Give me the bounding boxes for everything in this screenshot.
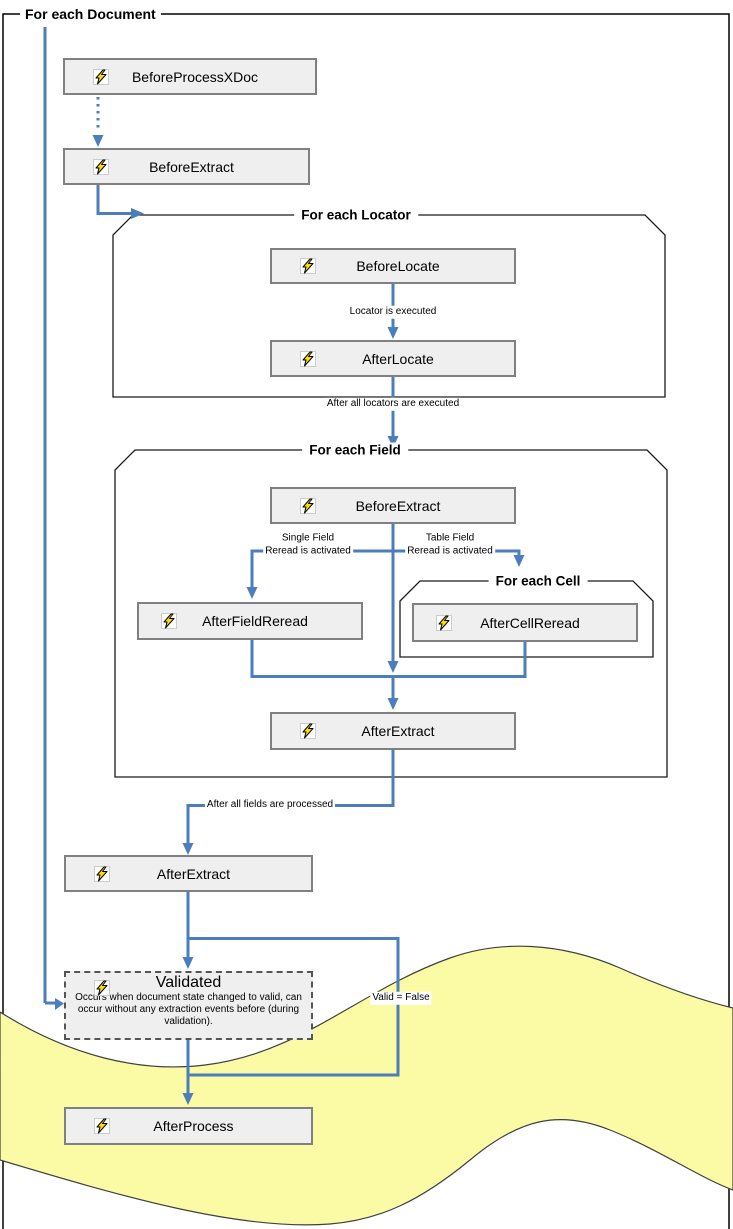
node-label: AfterCellReread: [480, 614, 580, 631]
lightning-bolt-icon: [300, 723, 316, 739]
connector-document-trunk: [43, 27, 55, 1005]
wave-shape: [0, 945, 733, 1226]
connector-beforeextract-to-locator: [96, 185, 131, 215]
locator-container-outline: [112, 214, 666, 398]
lightning-bolt-icon: [300, 497, 316, 514]
connector-after-all-fields: [186, 750, 395, 844]
lightning-bolt-icon: [94, 1118, 110, 1134]
edge-label-after-all-fields: After all fields are processed: [204, 798, 336, 812]
arrow-beforelocate-afterlocate: [387, 327, 399, 339]
node-after-field-reread: AfterFieldReread: [137, 602, 363, 640]
field-container-title: For each Field: [302, 442, 408, 458]
connector-merge-bar: [250, 640, 527, 678]
node-after-process: AfterProcess: [64, 1107, 313, 1145]
node-before-extract-doc: BeforeExtract: [63, 148, 310, 185]
node-label: BeforeExtract: [149, 158, 234, 175]
edge-label-locator-executed: Locator is executed: [347, 305, 439, 319]
arrow-into-afterprocess: [182, 1093, 194, 1105]
arrow-into-validated-left: [55, 998, 64, 1010]
edge-label-single-field: Single Field Reread is activated: [263, 532, 353, 558]
node-before-process-xdoc: BeforeProcessXDoc: [63, 58, 317, 95]
node-label: AfterProcess: [153, 1118, 234, 1134]
node-label: BeforeProcessXDoc: [131, 68, 259, 85]
node-label: AfterLocate: [362, 350, 434, 367]
edge-label-after-all-locators: After all locators are executed: [324, 397, 462, 411]
node-before-locate: BeforeLocate: [270, 248, 516, 284]
connector-valid-false-loop: [188, 937, 400, 1077]
edge-label-line1: Single Field: [281, 532, 335, 544]
node-before-extract-field: BeforeExtract: [270, 487, 516, 524]
lightning-bolt-icon: [94, 865, 110, 882]
arrow-into-cell: [513, 555, 525, 567]
edge-label-line2: Reread is activated: [265, 545, 351, 556]
lightning-bolt-icon: [93, 158, 109, 175]
arrow-into-merge: [387, 661, 399, 673]
edge-label-line2: Reread is activated: [407, 545, 493, 556]
document-frame-title: For each Document: [20, 6, 161, 22]
validated-note: Occurs when document state changed to va…: [75, 992, 302, 1027]
arrow-into-validated-top: [182, 957, 194, 969]
locator-container-title: For each Locator: [294, 207, 418, 223]
arrow-into-afterfieldreread: [246, 587, 258, 599]
edge-label-valid-false: Valid = False: [370, 991, 432, 1005]
node-label: AfterExtract: [361, 723, 435, 739]
node-label: AfterFieldReread: [202, 613, 308, 629]
node-after-extract-doc: AfterExtract: [64, 855, 313, 892]
edge-label-table-field: Table Field Reread is activated: [405, 532, 495, 558]
lightning-bolt-icon: [300, 350, 316, 367]
lightning-bolt-icon: [300, 258, 316, 274]
arrow-into-locator: [131, 208, 144, 219]
node-label: AfterExtract: [156, 865, 231, 882]
node-after-cell-reread: AfterCellReread: [412, 603, 638, 642]
cell-container-outline: [399, 580, 654, 658]
arrowheads: [55, 135, 525, 1105]
document-frame-border: [2, 13, 730, 1229]
arrow-into-field: [387, 436, 399, 448]
cell-container-title: For each Cell: [488, 573, 588, 589]
lightning-bolt-icon: [436, 614, 452, 631]
arrow-dotted-down: [92, 135, 104, 147]
node-label: BeforeExtract: [355, 497, 441, 514]
lightning-bolt-icon: [161, 613, 177, 629]
node-after-extract-field: AfterExtract: [270, 712, 516, 750]
arrow-into-afterextract-field: [387, 698, 399, 710]
edge-label-line1: Table Field: [425, 532, 475, 544]
arrow-into-afterextract-doc: [182, 843, 194, 855]
lightning-bolt-icon: [94, 980, 110, 996]
lightning-bolt-icon: [93, 68, 109, 85]
node-validated: Validated Occurs when document state cha…: [64, 971, 313, 1040]
field-container-outline: [114, 449, 668, 778]
connector-reread-branch: [250, 549, 521, 588]
node-after-locate: AfterLocate: [270, 340, 516, 377]
node-label: BeforeLocate: [356, 258, 440, 274]
node-label: Validated: [155, 974, 222, 991]
